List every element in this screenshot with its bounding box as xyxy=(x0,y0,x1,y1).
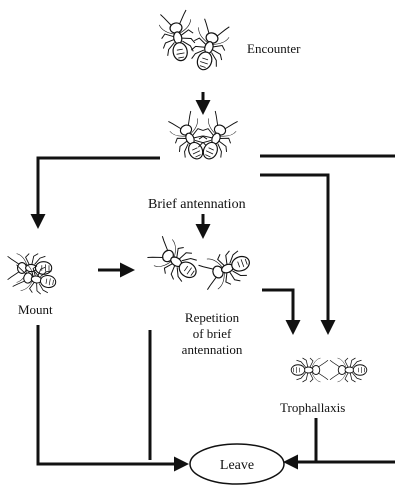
ant-pair-encounter-icon xyxy=(157,9,232,74)
label-leave: Leave xyxy=(220,458,254,473)
label-mount: Mount xyxy=(18,302,53,317)
ant-pair-trophallaxis-icon xyxy=(291,358,367,382)
label-brief-antennation: Brief antennation xyxy=(148,197,246,212)
label-repetition-3: antennation xyxy=(182,342,243,357)
arrow-trophallaxis-to-leave xyxy=(286,418,316,462)
label-repetition-2: of brief xyxy=(193,326,232,341)
label-encounter: Encounter xyxy=(247,41,301,56)
label-repetition-1: Repetition xyxy=(185,310,240,325)
arrow-mount-to-leave xyxy=(38,325,186,464)
arrow-antennation-to-mount xyxy=(38,158,160,226)
ant-pair-antennation-icon xyxy=(166,110,240,165)
label-trophallaxis: Trophallaxis xyxy=(280,400,345,415)
arrow-repetition-to-trophallaxis xyxy=(262,290,293,332)
ant-pair-repetition-icon xyxy=(146,234,255,293)
ant-pair-mount-icon xyxy=(8,254,58,297)
